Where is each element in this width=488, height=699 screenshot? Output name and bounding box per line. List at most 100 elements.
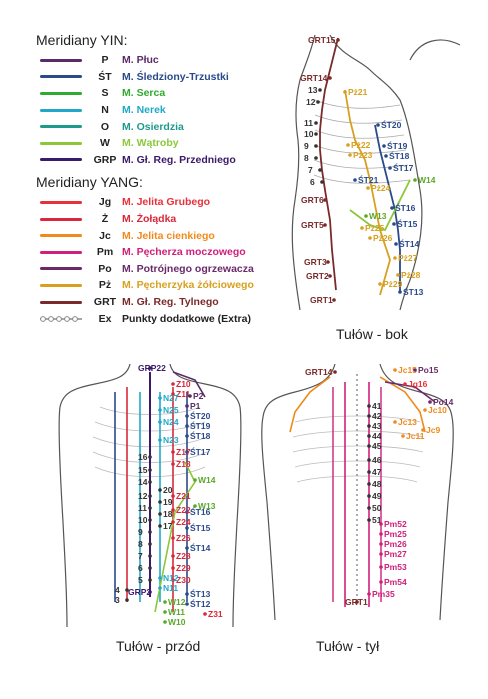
acupoint-label: Z29 <box>176 563 191 573</box>
acupoint-dot <box>188 394 192 398</box>
acupoint-label: ŚT17 <box>393 162 414 173</box>
legend-abbr: P <box>101 54 109 67</box>
acupoint-label: W13 <box>198 501 216 511</box>
legend-line-swatch <box>40 283 82 287</box>
acupoint-dot <box>316 100 320 104</box>
acupoint-label: 9 <box>138 527 143 537</box>
acupoint-label: 8 <box>304 153 309 163</box>
acupoint-dot <box>171 462 175 466</box>
acupoint-dot <box>355 600 359 604</box>
acupoint-dot <box>314 144 318 148</box>
acupoint-dot <box>171 382 175 386</box>
acupoint-dot <box>421 428 425 432</box>
acupoint-label: ŚT18 <box>190 430 211 441</box>
acupoint-dot <box>148 366 152 370</box>
acupoint-dot <box>379 565 383 569</box>
legend-name: Punkty dodatkowe (Extra) <box>122 312 251 325</box>
legend-line-swatch <box>40 158 82 162</box>
acupoint-dot <box>396 273 400 277</box>
yin-title: Meridiany YIN: <box>36 32 128 48</box>
legend-name: M. Osierdzia <box>122 120 184 133</box>
acupoint-label: Z30 <box>176 575 191 585</box>
acupoint-dot <box>171 508 175 512</box>
acupoint-dot <box>403 382 407 386</box>
acupoint-label: GRT2 <box>306 271 329 281</box>
acupoint-label: 6 <box>138 563 143 573</box>
acupoint-dot <box>398 290 402 294</box>
acupoint-dot <box>393 420 397 424</box>
acupoint-label: GRT1 <box>310 295 333 305</box>
acupoint-label: ŚT16 <box>395 202 416 213</box>
acupoint-label: 10 <box>304 129 314 139</box>
acupoint-dot <box>171 554 175 558</box>
acupoint-label: 46 <box>372 455 382 465</box>
acupoint-label: 7 <box>308 165 313 175</box>
legend-name: M. Śledziony-Trzustki <box>122 70 229 83</box>
acupoint-dot <box>318 168 322 172</box>
side-caption: Tułów - bok <box>336 326 408 342</box>
acupoint-label: N23 <box>163 435 179 445</box>
acupoint-dot <box>382 144 386 148</box>
acupoint-label: Pm25 <box>384 529 407 539</box>
acupoint-dot <box>346 143 350 147</box>
acupoint-dot <box>364 214 368 218</box>
acupoint-dot <box>394 242 398 246</box>
acupoint-dot <box>158 420 162 424</box>
legend-abbr: Po <box>98 262 112 275</box>
acupoint-dot <box>423 408 427 412</box>
legend-line-swatch <box>40 267 82 271</box>
acupoint-label: W14 <box>418 175 436 185</box>
acupoint-dot <box>158 488 162 492</box>
acupoint-dot <box>379 552 383 556</box>
acupoint-label: Z31 <box>208 609 223 619</box>
acupoint-dot <box>148 578 152 582</box>
acupoint-label: ŚT15 <box>190 522 211 533</box>
acupoint-label: 45 <box>372 441 382 451</box>
acupoint-label: P2 <box>193 391 204 401</box>
acupoint-label: N25 <box>163 405 179 415</box>
acupoint-dot <box>367 482 371 486</box>
acupoint-dot <box>392 222 396 226</box>
acupoint-dot <box>185 510 189 514</box>
acupoint-label: P1 <box>190 401 201 411</box>
acupoint-label: 18 <box>163 509 173 519</box>
legend-abbr: W <box>100 137 110 150</box>
acupoint-dot <box>323 198 327 202</box>
acupoint-label: Jg16 <box>408 379 428 389</box>
acupoint-dot <box>163 610 167 614</box>
acupoint-dot <box>171 578 175 582</box>
acupoint-label: 47 <box>372 467 382 477</box>
acupoint-dot <box>163 620 167 624</box>
acupoint-dot <box>148 494 152 498</box>
back-caption: Tułów - tył <box>316 638 380 654</box>
acupoint-dot <box>171 536 175 540</box>
acupoint-dot <box>348 153 352 157</box>
acupoint-dot <box>318 88 322 92</box>
acupoint-label: ŚT20 <box>381 119 402 130</box>
acupoint-label: ŚT14 <box>190 542 211 553</box>
acupoint-label: 11 <box>138 503 147 513</box>
legend-line-swatch <box>40 300 82 304</box>
legend-name: M. Gł. Reg. Tylnego <box>122 296 219 309</box>
legend-name: M. Jelita Grubego <box>122 196 211 209</box>
acupoint-label: Pż28 <box>401 270 421 280</box>
legend-abbr: Pm <box>96 246 114 259</box>
acupoint-label: Pż22 <box>351 140 371 150</box>
legend-abbr: Jg <box>98 196 112 209</box>
acupoint-dot <box>332 298 336 302</box>
acupoint-dot <box>367 424 371 428</box>
acupoint-label: 41 <box>372 401 382 411</box>
acupoint-label: N24 <box>163 417 179 427</box>
acupoint-label: GRT5 <box>301 220 324 230</box>
acupoint-label: ŚT21 <box>358 174 379 185</box>
legend-name: M. Gł. Reg. Przedniego <box>122 153 236 166</box>
acupoint-label: Pż24 <box>371 183 391 193</box>
